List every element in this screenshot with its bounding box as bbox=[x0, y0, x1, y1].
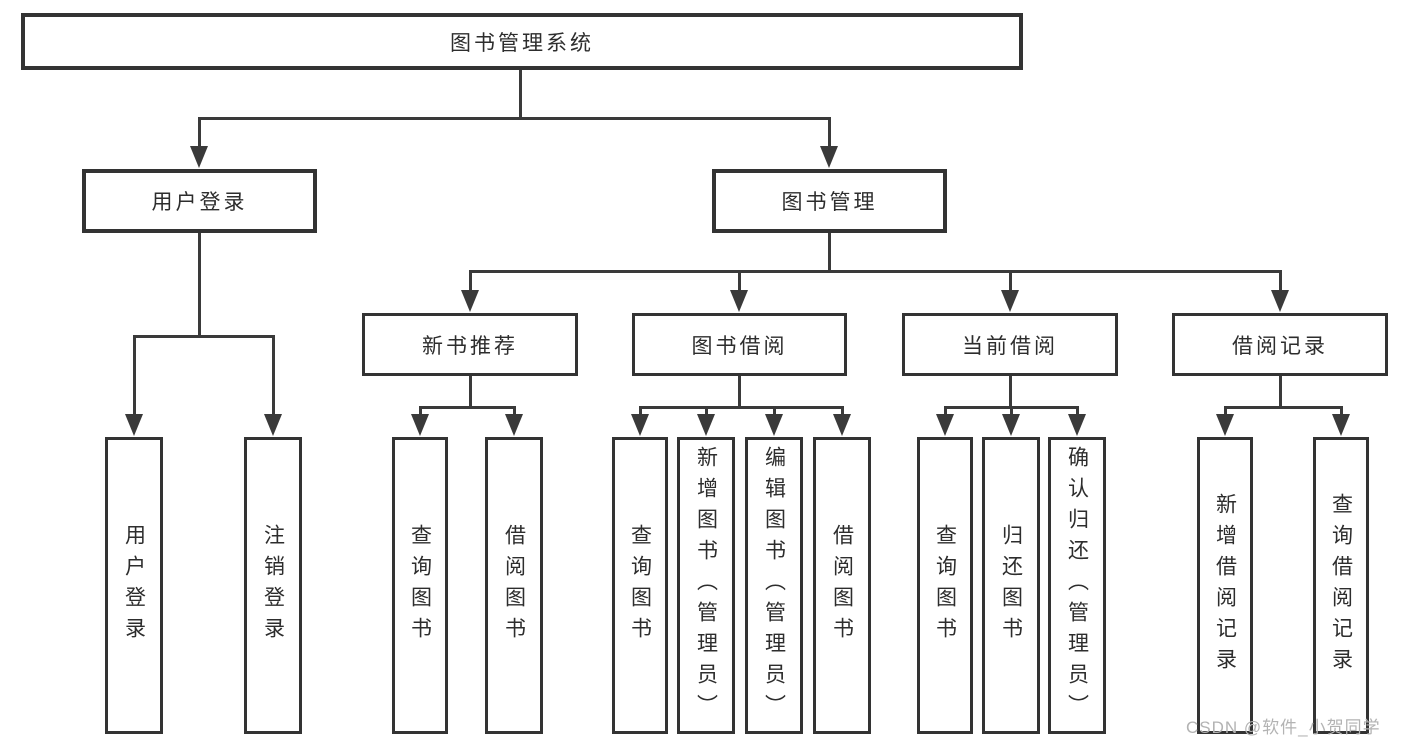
connector-vline bbox=[133, 335, 136, 418]
leaf-borrow-books-recommend: 借阅图书 bbox=[485, 437, 543, 734]
arrow-down-icon bbox=[697, 414, 715, 436]
arrow-down-icon bbox=[461, 290, 479, 312]
leaf-add-books-admin: 新增图书（管理员） bbox=[677, 437, 735, 734]
connector-vline bbox=[1010, 406, 1013, 416]
arrow-down-icon bbox=[631, 414, 649, 436]
arrow-down-icon bbox=[1001, 290, 1019, 312]
connector-hline bbox=[1224, 406, 1343, 409]
arrow-down-icon bbox=[765, 414, 783, 436]
leaf-borrow-books: 借阅图书 bbox=[813, 437, 871, 734]
leaf-label: 注销登录 bbox=[261, 523, 285, 648]
node-label: 当前借阅 bbox=[962, 334, 1058, 358]
leaf-label: 新增借阅记录 bbox=[1213, 492, 1237, 679]
connector-vline bbox=[1009, 376, 1012, 409]
arrow-down-icon bbox=[1002, 414, 1020, 436]
node-label: 新书推荐 bbox=[422, 334, 518, 358]
connector-vline bbox=[944, 406, 947, 416]
leaf-query-books-current: 查询图书 bbox=[917, 437, 973, 734]
connector-vline bbox=[469, 270, 472, 291]
leaf-label: 用户登录 bbox=[122, 523, 146, 648]
leaf-user-login: 用户登录 bbox=[105, 437, 163, 734]
leaf-label: 借阅图书 bbox=[830, 523, 854, 648]
node-current-borrowing: 当前借阅 bbox=[902, 313, 1118, 376]
connector-hline bbox=[133, 335, 275, 338]
connector-vline bbox=[469, 376, 472, 409]
connector-vline bbox=[738, 270, 741, 291]
leaf-label: 借阅图书 bbox=[502, 523, 526, 648]
leaf-label: 查询图书 bbox=[628, 523, 652, 648]
connector-hline bbox=[469, 270, 1282, 273]
connector-hline bbox=[419, 406, 516, 409]
arrow-down-icon bbox=[505, 414, 523, 436]
leaf-query-books-recommend: 查询图书 bbox=[392, 437, 448, 734]
connector-vline bbox=[705, 406, 708, 416]
connector-vline bbox=[272, 335, 275, 418]
connector-vline bbox=[1279, 376, 1282, 409]
csdn-watermark: CSDN @软件_小贺同学 bbox=[1186, 718, 1381, 737]
connector-vline bbox=[828, 117, 831, 150]
leaf-label: 查询图书 bbox=[408, 523, 432, 648]
leaf-label: 确认归还（管理员） bbox=[1065, 446, 1089, 725]
arrow-down-icon bbox=[1271, 290, 1289, 312]
arrow-down-icon bbox=[125, 414, 143, 436]
node-label: 图书借阅 bbox=[691, 334, 788, 358]
node-label: 图书管理 bbox=[781, 191, 878, 214]
arrow-down-icon bbox=[936, 414, 954, 436]
connector-vline bbox=[1009, 270, 1012, 291]
arrow-down-icon bbox=[730, 290, 748, 312]
leaf-label: 归还图书 bbox=[999, 523, 1023, 648]
leaf-confirm-return-admin: 确认归还（管理员） bbox=[1048, 437, 1106, 734]
node-borrowing-records: 借阅记录 bbox=[1172, 313, 1388, 376]
connector-vline bbox=[773, 406, 776, 416]
leaf-return-books: 归还图书 bbox=[982, 437, 1040, 734]
leaf-label: 查询图书 bbox=[933, 523, 957, 648]
connector-vline bbox=[419, 406, 422, 416]
node-label: 借阅记录 bbox=[1232, 334, 1328, 358]
node-user-login: 用户登录 bbox=[82, 169, 317, 233]
node-book-management: 图书管理 bbox=[712, 169, 947, 233]
leaf-logout: 注销登录 bbox=[244, 437, 302, 734]
arrow-down-icon bbox=[411, 414, 429, 436]
connector-vline bbox=[519, 70, 522, 119]
connector-vline bbox=[639, 406, 642, 416]
arrow-down-icon bbox=[190, 146, 208, 168]
arrow-down-icon bbox=[1068, 414, 1086, 436]
connector-vline bbox=[1340, 406, 1343, 416]
connector-vline bbox=[738, 376, 741, 409]
arrow-down-icon bbox=[1216, 414, 1234, 436]
connector-vline bbox=[198, 233, 201, 338]
connector-hline bbox=[198, 117, 831, 120]
connector-vline bbox=[198, 117, 201, 150]
leaf-label: 查询借阅记录 bbox=[1329, 492, 1353, 679]
arrow-down-icon bbox=[264, 414, 282, 436]
connector-vline bbox=[828, 233, 831, 273]
connector-vline bbox=[513, 406, 516, 416]
node-library-management-system: 图书管理系统 bbox=[21, 13, 1023, 70]
node-book-borrowing: 图书借阅 bbox=[632, 313, 847, 376]
connector-hline bbox=[639, 406, 844, 409]
leaf-query-books-borrowing: 查询图书 bbox=[612, 437, 668, 734]
leaf-edit-books-admin: 编辑图书（管理员） bbox=[745, 437, 803, 734]
leaf-query-borrow-record: 查询借阅记录 bbox=[1313, 437, 1369, 734]
leaf-label: 编辑图书（管理员） bbox=[762, 446, 786, 725]
connector-vline bbox=[1279, 270, 1282, 291]
connector-vline bbox=[1224, 406, 1227, 416]
leaf-label: 新增图书（管理员） bbox=[694, 446, 718, 725]
node-new-book-recommendation: 新书推荐 bbox=[362, 313, 578, 376]
arrow-down-icon bbox=[1332, 414, 1350, 436]
node-label: 图书管理系统 bbox=[450, 31, 594, 55]
node-label: 用户登录 bbox=[151, 191, 248, 214]
connector-vline bbox=[841, 406, 844, 416]
arrow-down-icon bbox=[820, 146, 838, 168]
connector-vline bbox=[1076, 406, 1079, 416]
arrow-down-icon bbox=[833, 414, 851, 436]
leaf-add-borrow-record: 新增借阅记录 bbox=[1197, 437, 1253, 734]
